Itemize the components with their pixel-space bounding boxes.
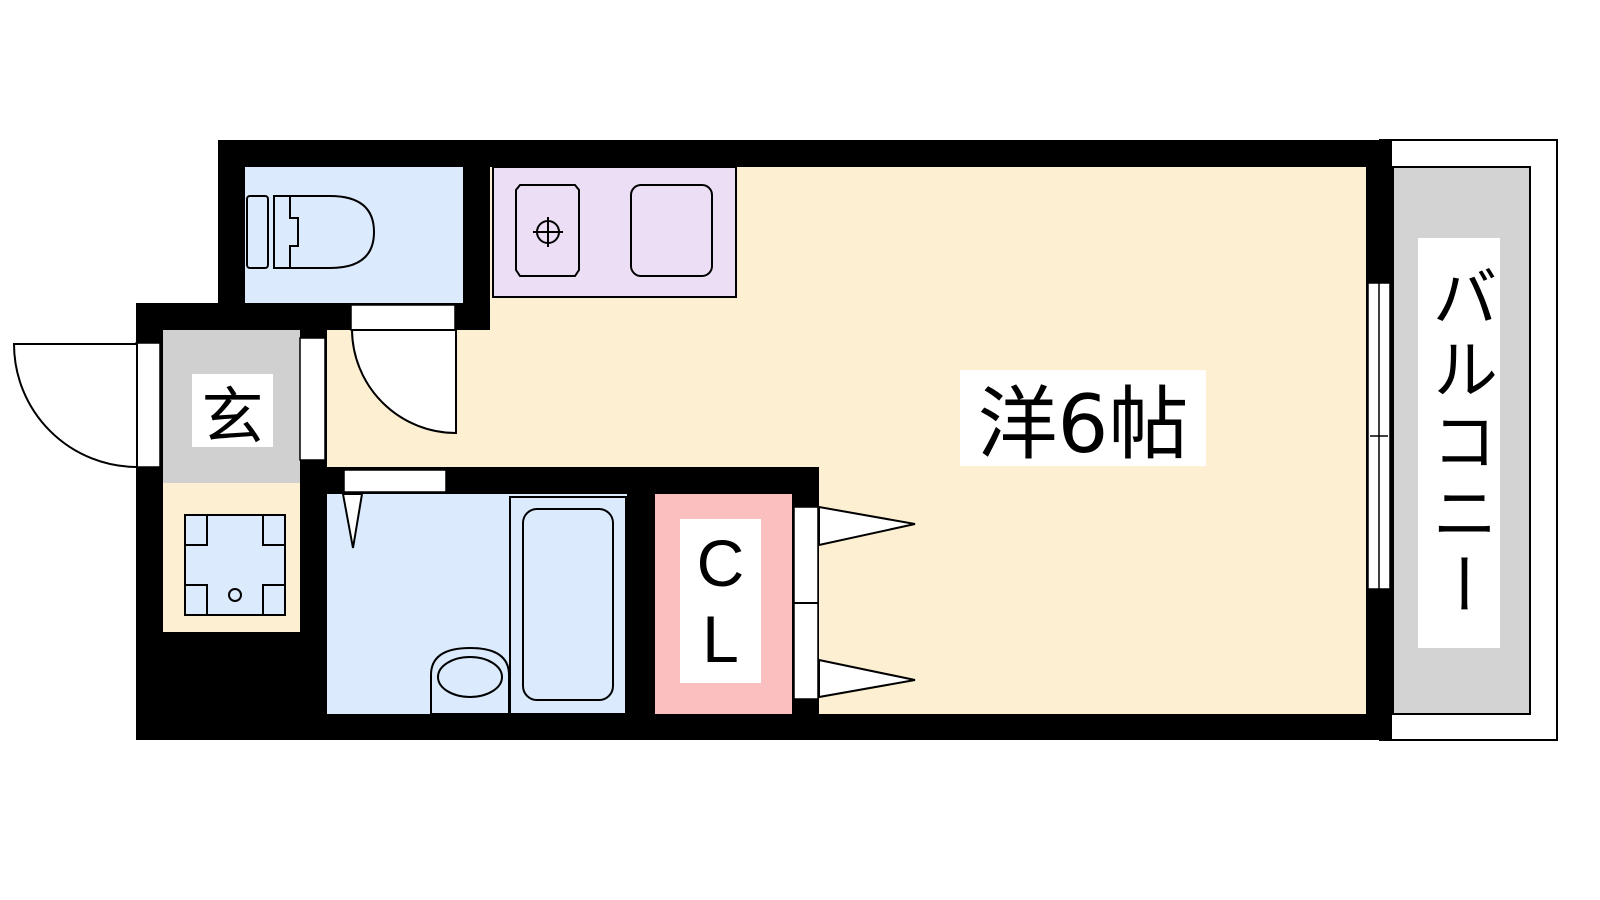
door-swing-icon [350,329,457,435]
closet-label: C L [680,519,761,683]
closet-door-swing-icon [818,505,916,547]
burner-icon [533,217,563,247]
toilet-icon [246,195,376,269]
closet-door-swing-icon [818,658,916,699]
front-door-swing-icon [12,343,138,469]
washing-machine-icon [184,514,286,616]
bathtub-basin [522,508,614,701]
washbasin-icon [430,646,510,715]
bathroom-door-opening [343,469,447,493]
balcony-label: バルコニー [1418,238,1500,648]
closet-label-l: L [702,602,739,676]
entrance-label: 玄 [192,374,273,453]
folding-door-icon [341,493,364,549]
entrance-inner-opening [299,337,326,461]
front-door-opening [135,342,161,468]
toilet-door-opening [350,304,456,331]
washbasin-bowl [437,656,503,698]
closet-label-c: C [696,526,745,600]
main-room-label: 洋6帖 [960,370,1206,471]
sink-icon [630,184,713,277]
